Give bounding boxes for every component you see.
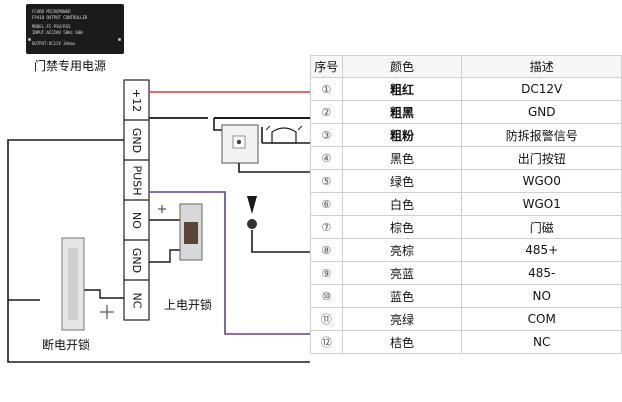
cell-color: 白色 (341, 192, 463, 216)
wire-nc-to-maglock (84, 289, 124, 299)
cell-index: ⑪ (310, 307, 343, 331)
psu-model-title: FP418 OUTPUT CONTROLLER (32, 15, 88, 20)
label-power-off-lock: 断电开锁 (42, 338, 91, 352)
cell-index: ⑤ (310, 169, 343, 193)
terminal-label-no: NO (129, 211, 143, 229)
terminal-label-12v: +12 (130, 88, 143, 112)
header-index: 序号 (310, 55, 343, 78)
cell-index: ⑧ (310, 238, 343, 262)
wire-button-top (213, 118, 222, 131)
cell-index: ③ (310, 123, 343, 147)
cell-color: 桔色 (341, 330, 463, 354)
cell-color: 蓝色 (341, 284, 463, 308)
cell-description: 485- (461, 261, 622, 285)
psu-input: INPUT:AC220V 50Hz 60W (32, 30, 83, 35)
terminal-label-push: PUSH (130, 165, 144, 195)
cell-description: NO (461, 284, 622, 308)
header-color: 颜色 (341, 55, 463, 78)
label-power-on-lock: 上电开锁 (164, 298, 213, 312)
wire-exit-button (238, 163, 310, 173)
cell-color: 绿色 (341, 169, 463, 193)
cell-index: ⑥ (310, 192, 343, 216)
psu-caption: 门禁专用电源 (34, 59, 107, 73)
cell-index: ⑩ (310, 284, 343, 308)
wire-com-loop (7, 139, 310, 363)
cell-description: COM (461, 307, 622, 331)
terminal-label-gnd-2: GND (130, 247, 144, 273)
table-header-row: 序号 颜色 描述 (310, 55, 622, 78)
cell-index: ⑫ (310, 330, 343, 354)
cell-color: 粗黑 (341, 100, 463, 124)
cell-description: 门磁 (461, 215, 622, 239)
cell-color: 亮蓝 (341, 261, 463, 285)
cell-description: 485+ (461, 238, 622, 262)
cell-index: ⑦ (310, 215, 343, 239)
cell-color: 黑色 (341, 146, 463, 170)
door-sensor-icon (247, 196, 257, 214)
cell-index: ② (310, 100, 343, 124)
header-description: 描述 (461, 55, 622, 78)
cell-color: 亮棕 (341, 238, 463, 262)
cell-description: 出门按钮 (461, 146, 622, 170)
terminal-label-nc: NC (129, 292, 143, 308)
psu-model: MODEL:FC-PSU/RS5 (32, 24, 71, 29)
cell-index: ① (310, 77, 343, 101)
cell-index: ④ (310, 146, 343, 170)
cell-description: WGO1 (461, 192, 622, 216)
cell-color: 棕色 (341, 215, 463, 239)
cell-description: GND (461, 100, 622, 124)
psu-screw (28, 38, 31, 41)
power-supply-nameplate: FCARD MICROPOWER FP418 OUTPUT CONTROLLER… (26, 4, 124, 54)
cell-description: 防拆报警信号 (461, 123, 622, 147)
cell-color: 亮绿 (341, 307, 463, 331)
wire-gnd-to-strike (149, 249, 180, 263)
cell-description: NC (461, 330, 622, 354)
cell-description: DC12V (461, 77, 622, 101)
cell-description: WGO0 (461, 169, 622, 193)
cell-color: 粗红 (341, 77, 463, 101)
wire-door-sensor (251, 230, 310, 253)
cell-color: 粗粉 (341, 123, 463, 147)
alarm-siren-icon (271, 127, 297, 144)
psu-output: OUTPUT:DC12V 3Amax (32, 41, 76, 46)
wire-purple-no (149, 191, 310, 335)
cell-index: ⑨ (310, 261, 343, 285)
terminal-label-gnd: GND (130, 127, 144, 153)
psu-brand: FCARD MICROPOWER (32, 9, 71, 14)
psu-screw (118, 38, 121, 41)
